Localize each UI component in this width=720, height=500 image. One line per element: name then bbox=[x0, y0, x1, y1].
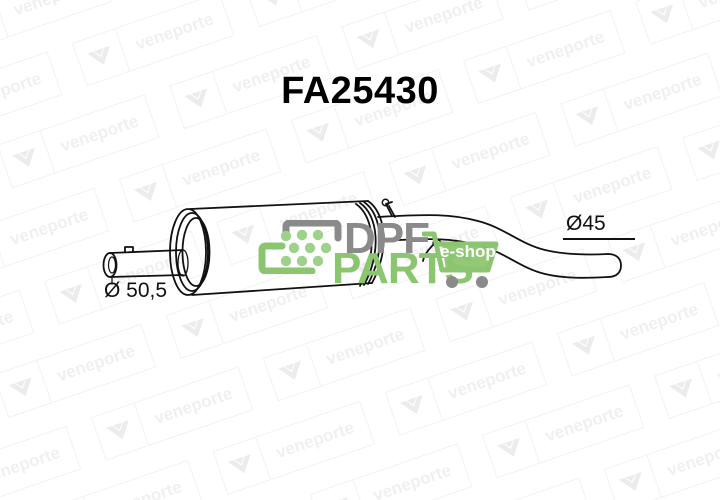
muffler-right-cap-2 bbox=[363, 201, 381, 285]
inlet-pipe-inner-lip bbox=[107, 256, 117, 274]
hanger-rod-second-line bbox=[388, 205, 396, 218]
muffler-left-cap-inner bbox=[181, 217, 211, 287]
dpf-parts-logo: DPF PARTS e-shop bbox=[256, 214, 499, 293]
hanger-rod-end-icon bbox=[381, 198, 390, 207]
logo-eshop-label: e-shop bbox=[440, 242, 496, 261]
muffler-right-cap-4 bbox=[355, 203, 373, 287]
muffler-right-cap-3 bbox=[359, 202, 377, 286]
shopping-cart-icon bbox=[422, 231, 499, 288]
outlet-diameter-label: Ø45 bbox=[566, 212, 606, 235]
muffler-right-cap-outer bbox=[367, 200, 385, 284]
muffler-bottom-shell bbox=[191, 282, 373, 296]
inlet-pipe-opening bbox=[102, 252, 118, 278]
logo-text-dpf: DPF bbox=[344, 214, 430, 263]
outlet-pipe-ring-tail bbox=[422, 244, 434, 262]
outlet-pipe-tail-cap bbox=[607, 253, 622, 278]
muffler-inlet-collar bbox=[177, 249, 189, 277]
muffler-top-shell bbox=[189, 200, 369, 210]
page-title: FA25430 bbox=[281, 70, 439, 112]
dpf-filter-icon bbox=[258, 220, 342, 274]
inlet-pipe-bottom-wall bbox=[109, 274, 184, 278]
outlet-dimension-rule bbox=[563, 238, 635, 240]
muffler-left-cap-mid bbox=[175, 212, 209, 292]
inlet-pipe-top-wall bbox=[109, 249, 184, 254]
muffler-left-cap-outer bbox=[169, 208, 207, 296]
inlet-pipe-notch bbox=[124, 246, 134, 254]
outlet-pipe-top-wall bbox=[377, 214, 609, 256]
inlet-diameter-label: Ø 50,5 bbox=[104, 279, 168, 302]
